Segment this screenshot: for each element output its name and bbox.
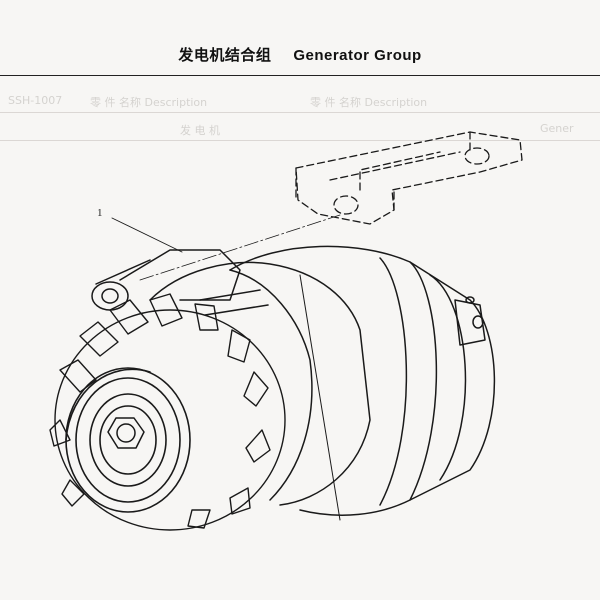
callout-number: 1 <box>97 207 103 219</box>
bleed-through-row-name-en: Gener <box>540 122 574 135</box>
title-rule <box>0 75 600 76</box>
bleed-through-row-name: 发 电 机 <box>180 124 220 137</box>
mounting-bracket-phantom <box>295 131 523 225</box>
pulley <box>65 367 191 513</box>
page-title: 发电机结合组 Generator Group <box>0 44 600 65</box>
bleed-through-rule-2 <box>0 140 600 141</box>
shaft-nut <box>107 417 145 449</box>
generator-body <box>91 245 496 521</box>
page-title-chinese: 发电机结合组 <box>178 46 272 64</box>
page-title-english: Generator Group <box>293 47 422 64</box>
mount-centerline <box>139 214 341 281</box>
bleed-through-rule <box>0 112 600 113</box>
callout-leader <box>111 217 183 253</box>
bleed-through-header-description-2: 零 件 名称 Description <box>310 96 428 109</box>
bleed-through-header-code: SSH-1007 <box>8 94 63 107</box>
cooling-fan <box>49 293 286 531</box>
bleed-through-header-description: 零 件 名称 Description <box>90 96 208 109</box>
